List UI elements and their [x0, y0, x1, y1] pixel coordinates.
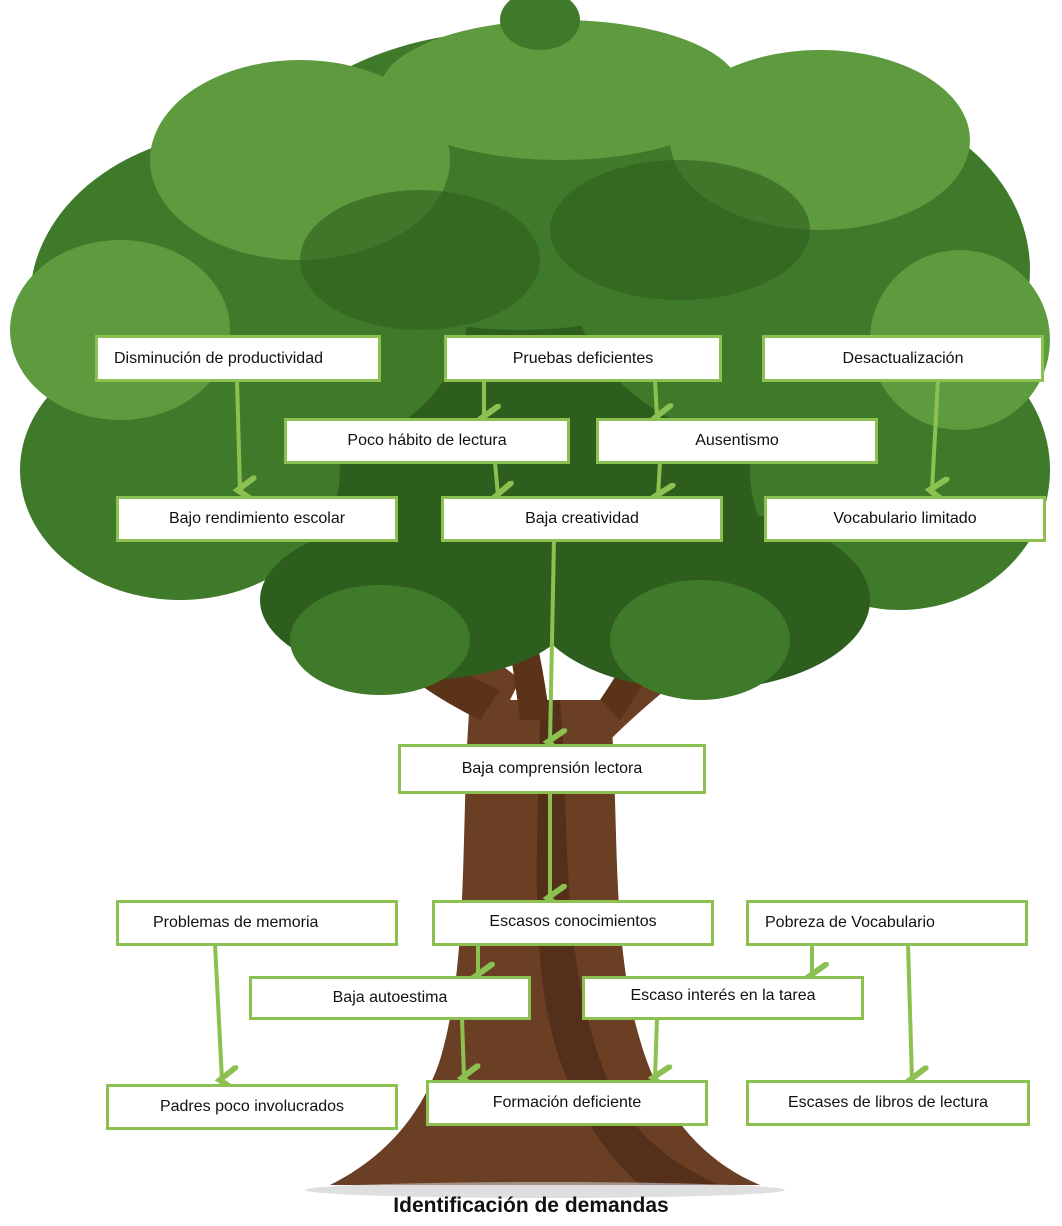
diagram-title: Identificación de demandas	[393, 1194, 669, 1217]
node-disminucion-productividad: Disminución de productividad	[95, 335, 381, 382]
node-escaso-interes-tarea: Escaso interés en la tarea	[582, 976, 864, 1020]
node-poco-habito-lectura: Poco hábito de lectura	[284, 418, 570, 464]
trunk-shade	[536, 700, 720, 1185]
node-pobreza-vocabulario: Pobreza de Vocabulario	[746, 900, 1028, 946]
node-desactualizacion: Desactualización	[762, 335, 1044, 382]
ground-shadow	[305, 1182, 785, 1198]
node-baja-autoestima: Baja autoestima	[249, 976, 531, 1020]
node-vocabulario-limitado: Vocabulario limitado	[764, 496, 1046, 542]
node-formacion-deficiente: Formación deficiente	[426, 1080, 708, 1126]
node-ausentismo: Ausentismo	[596, 418, 878, 464]
node-escases-libros-lectura: Escases de libros de lectura	[746, 1080, 1030, 1126]
node-padres-poco-involucrados: Padres poco involucrados	[106, 1084, 398, 1130]
node-baja-comprension-lectora: Baja comprensión lectora	[398, 744, 706, 794]
node-bajo-rendimiento-escolar: Bajo rendimiento escolar	[116, 496, 398, 542]
node-escasos-conocimientos: Escasos conocimientos	[432, 900, 714, 946]
node-baja-creatividad: Baja creatividad	[441, 496, 723, 542]
node-pruebas-deficientes: Pruebas deficientes	[444, 335, 722, 382]
node-problemas-memoria: Problemas de memoria	[116, 900, 398, 946]
